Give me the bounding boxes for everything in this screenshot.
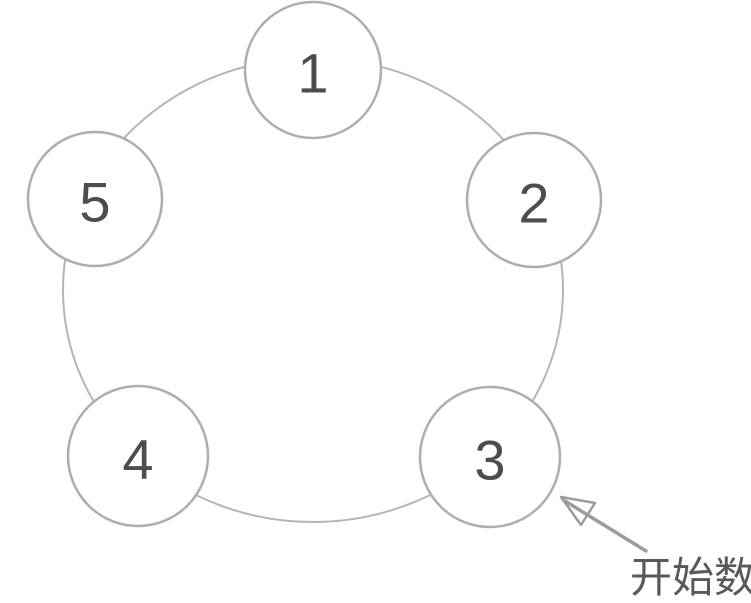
node-circle-3: [418, 385, 562, 529]
node-label-4: 4: [122, 428, 153, 491]
node-3: 3: [418, 385, 562, 529]
node-label-5-group: [26, 130, 164, 268]
arrow-shaft: [563, 499, 648, 553]
node-1: 1: [243, 0, 383, 140]
node-circle-2: [465, 131, 603, 269]
node-5: 5: [26, 130, 164, 268]
node-label-5: 5: [79, 171, 110, 234]
node-circle-1: [243, 0, 383, 140]
node-2: 2: [465, 131, 603, 269]
node-label-2: 2: [518, 172, 549, 235]
arrowhead-icon: [559, 495, 597, 527]
annotation-label: 开始数: [630, 554, 751, 601]
annotation: 开始数: [559, 495, 751, 601]
node-4: 4: [66, 384, 210, 528]
node-label-1: 1: [297, 42, 328, 105]
node-circle-4: [66, 384, 210, 528]
node-label-3: 3: [474, 429, 505, 492]
